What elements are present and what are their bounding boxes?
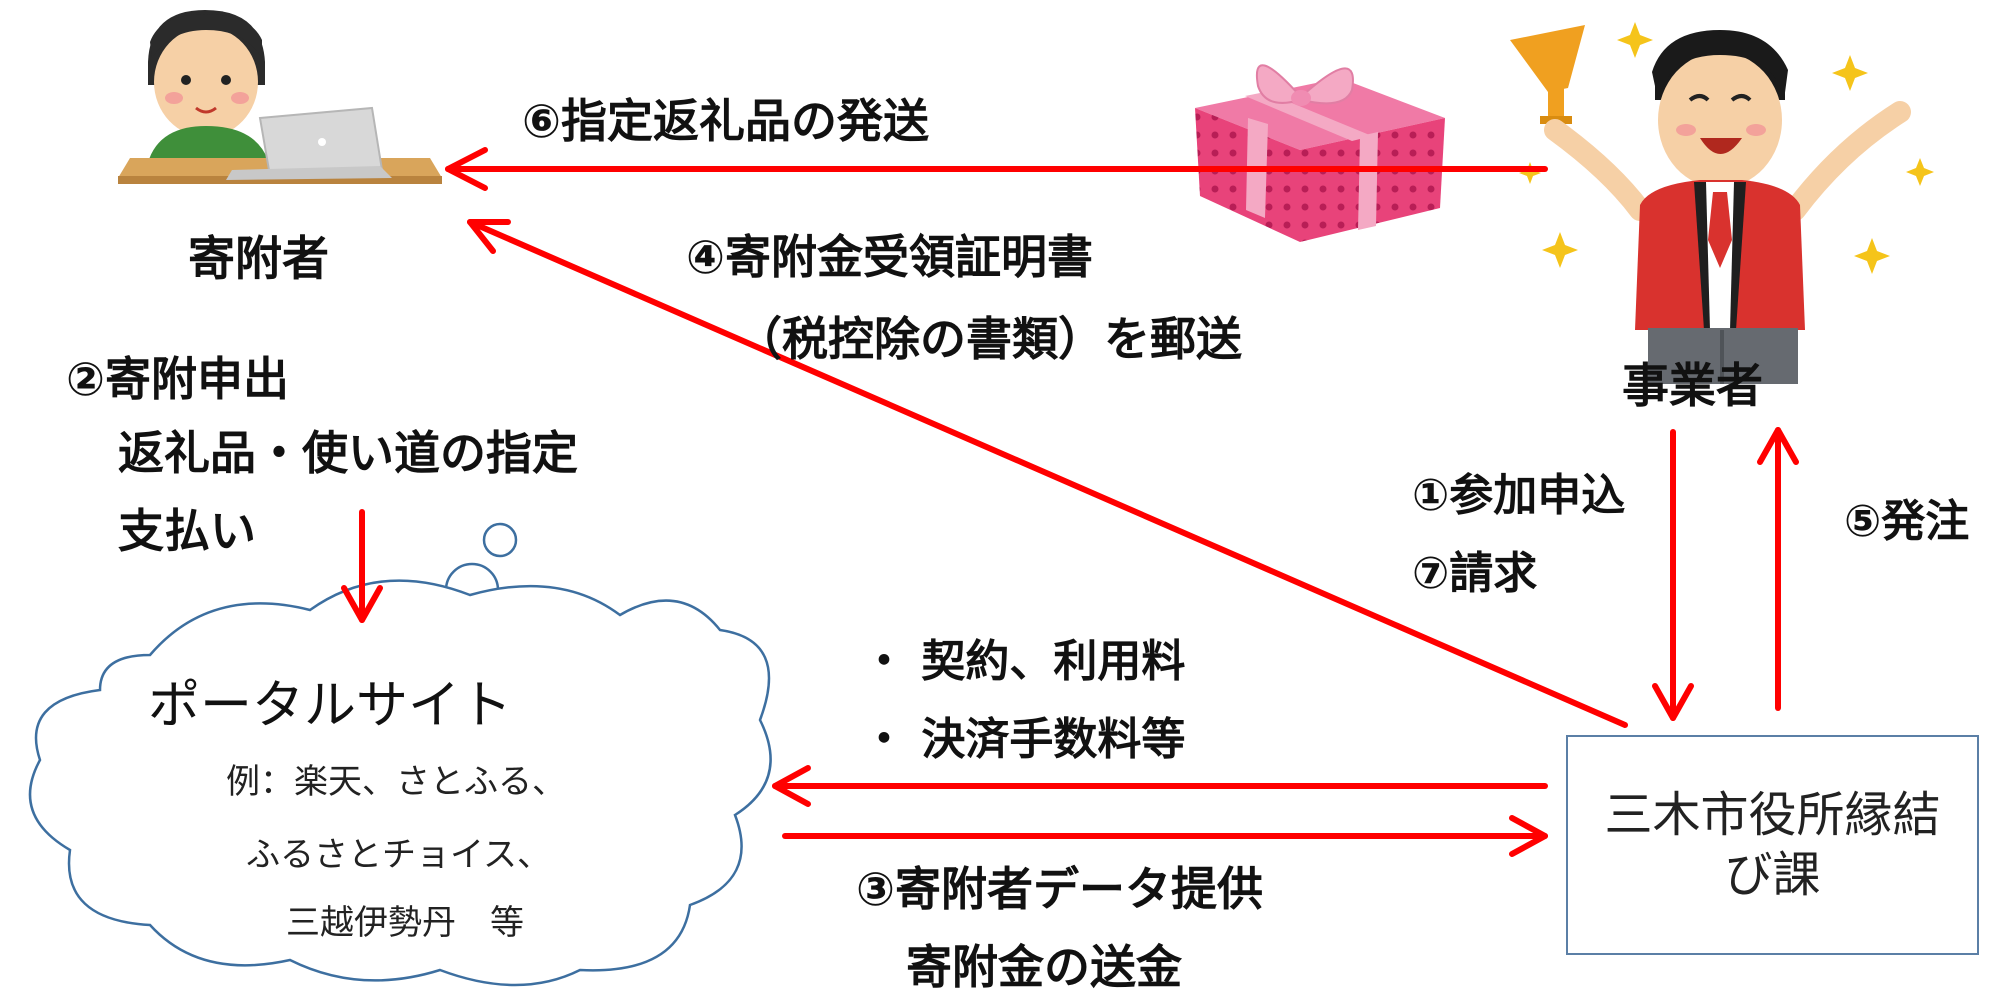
arrow-step3-data xyxy=(782,815,1548,857)
portal-name: ポータルサイト xyxy=(148,676,513,736)
fee-item-settlement: ・ 決済手数料等 xyxy=(862,714,1186,765)
portal-example-line3: 三越伊勢丹 等 xyxy=(286,903,524,943)
step1-label: ①参加申込 xyxy=(1412,470,1626,521)
gift-box-illustration xyxy=(1195,64,1445,242)
step4-label-line2: （税控除の書類）を郵送 xyxy=(736,312,1242,366)
step5-label: ⑤発注 xyxy=(1844,496,1970,547)
arrow-step6-ship-gift xyxy=(445,147,1548,191)
step4-label-line1: ④寄附金受領証明書 xyxy=(686,230,1093,284)
portal-example-line2: ふるさとチョイス、 xyxy=(246,835,551,875)
step3-label-line1: ③寄附者データ提供 xyxy=(856,862,1263,916)
donor-label: 寄附者 xyxy=(188,232,329,287)
arrow-step4-certificate xyxy=(467,219,1628,728)
portal-example-line1: 例：楽天、さとふる、 xyxy=(226,762,566,802)
step2-label-line3: 支払い xyxy=(118,504,256,558)
donor-laptop-illustration xyxy=(118,10,442,184)
thought-cloud xyxy=(28,522,772,987)
step6-label: ⑥指定返礼品の発送 xyxy=(522,94,929,148)
city-office-label: 三木市役所縁結び課 xyxy=(1604,787,1941,903)
arrow-fees xyxy=(772,765,1548,807)
step2-label-line2: 返礼品・使い道の指定 xyxy=(118,426,578,480)
arrow-step2-portal xyxy=(341,509,383,623)
business-owner-illustration xyxy=(1510,25,1911,384)
step3-label-line2: 寄附金の送金 xyxy=(906,940,1182,994)
fee-item-contract: ・ 契約、利用料 xyxy=(862,636,1186,687)
city-office-box: 三木市役所縁結び課 xyxy=(1566,735,1979,955)
business-label: 事業者 xyxy=(1622,359,1763,414)
arrow-step1-step7 xyxy=(1652,429,1694,721)
step2-label-line1: ②寄附申出 xyxy=(66,352,289,406)
sparkle-icons xyxy=(1519,22,1934,274)
arrow-step5-order xyxy=(1757,427,1799,711)
flow-arrows xyxy=(341,147,1799,857)
step7-label: ⑦請求 xyxy=(1412,548,1538,599)
